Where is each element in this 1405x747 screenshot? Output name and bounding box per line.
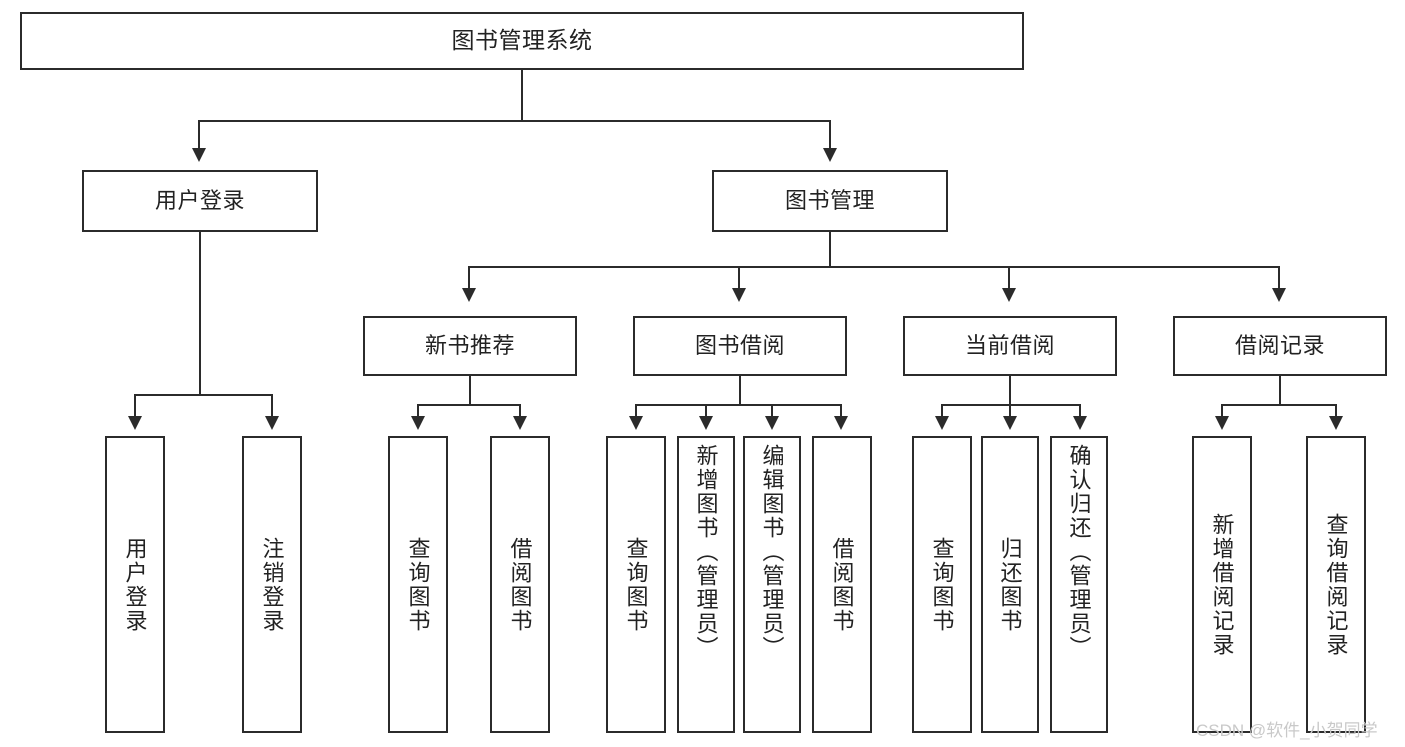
arrowhead-book-mgmt-3: [1002, 288, 1016, 302]
node-current-borrow[interactable]: 当前借阅: [903, 316, 1117, 376]
arrowhead-book-mgmt-4: [1272, 288, 1286, 302]
node-label: 新增借阅记录: [1209, 512, 1235, 657]
node-label: 借阅图书: [507, 536, 533, 633]
edge-book-mgmt-stem: [829, 232, 831, 268]
edge-user-login-drop-2: [271, 394, 273, 418]
edge-user-login-drop-1: [134, 394, 136, 418]
edge-current-drop-2: [1009, 404, 1011, 418]
watermark-text: CSDN @软件_小贺同学: [1196, 721, 1378, 740]
edge-recommend-bus: [417, 404, 521, 406]
edge-user-login-stem: [199, 232, 201, 396]
node-label: 编辑图书（管理员）: [759, 444, 785, 660]
node-label: 查询图书: [405, 536, 431, 633]
node-label: 用户登录: [122, 536, 148, 633]
edge-borrow-stem: [739, 376, 741, 406]
node-label: 图书管理系统: [451, 27, 593, 54]
arrowhead-user-login-2: [265, 416, 279, 430]
node-label: 用户登录: [154, 187, 245, 213]
edge-root-to-user-login: [198, 120, 200, 150]
arrowhead-borrow-4: [834, 416, 848, 430]
edge-record-stem: [1279, 376, 1281, 406]
node-label: 新书推荐: [424, 332, 515, 358]
edge-recommend-stem: [469, 376, 471, 406]
leaf-borrow-add-book-admin[interactable]: 新增图书（管理员）: [677, 436, 735, 733]
edge-current-drop-3: [1079, 404, 1081, 418]
node-label: 图书管理: [784, 187, 875, 213]
node-label: 借阅图书: [829, 536, 855, 633]
leaf-record-add-record[interactable]: 新增借阅记录: [1192, 436, 1252, 733]
arrowhead-record-2: [1329, 416, 1343, 430]
leaf-user-login-logout[interactable]: 注销登录: [242, 436, 302, 733]
edge-borrow-drop-1: [635, 404, 637, 418]
node-label: 新增图书（管理员）: [693, 444, 719, 660]
arrowhead-record-1: [1215, 416, 1229, 430]
edge-user-login-bus: [134, 394, 272, 396]
edge-record-bus: [1221, 404, 1337, 406]
node-label: 当前借阅: [964, 332, 1055, 358]
edge-record-drop-1: [1221, 404, 1223, 418]
leaf-recommend-query-book[interactable]: 查询图书: [388, 436, 448, 733]
edge-recommend-drop-1: [417, 404, 419, 418]
leaf-current-confirm-return-admin[interactable]: 确认归还（管理员）: [1050, 436, 1108, 733]
edge-current-drop-1: [941, 404, 943, 418]
edge-book-mgmt-drop-3: [1008, 266, 1010, 290]
leaf-borrow-borrow-book[interactable]: 借阅图书: [812, 436, 872, 733]
arrowhead-to-user-login: [192, 148, 206, 162]
node-root-system[interactable]: 图书管理系统: [20, 12, 1024, 70]
edge-borrow-drop-3: [771, 404, 773, 418]
node-label: 查询图书: [929, 536, 955, 633]
arrowhead-borrow-2: [699, 416, 713, 430]
leaf-record-query-record[interactable]: 查询借阅记录: [1306, 436, 1366, 733]
node-label: 查询图书: [623, 536, 649, 633]
edge-book-mgmt-drop-2: [738, 266, 740, 290]
arrowhead-borrow-1: [629, 416, 643, 430]
leaf-user-login-login[interactable]: 用户登录: [105, 436, 165, 733]
edge-root-to-book-mgmt: [829, 120, 831, 150]
node-label: 注销登录: [259, 536, 285, 633]
arrowhead-book-mgmt-2: [732, 288, 746, 302]
edge-current-stem: [1009, 376, 1011, 406]
arrowhead-current-3: [1073, 416, 1087, 430]
edge-book-mgmt-bus: [468, 266, 1280, 268]
node-label: 查询借阅记录: [1323, 512, 1349, 657]
arrowhead-book-mgmt-1: [462, 288, 476, 302]
node-new-book-recommend[interactable]: 新书推荐: [363, 316, 577, 376]
leaf-current-query-book[interactable]: 查询图书: [912, 436, 972, 733]
node-user-login[interactable]: 用户登录: [82, 170, 318, 232]
arrowhead-to-book-mgmt: [823, 148, 837, 162]
edge-borrow-bus: [635, 404, 841, 406]
arrowhead-current-1: [935, 416, 949, 430]
edge-book-mgmt-drop-4: [1278, 266, 1280, 290]
edge-record-drop-2: [1335, 404, 1337, 418]
edge-recommend-drop-2: [519, 404, 521, 418]
leaf-recommend-borrow-book[interactable]: 借阅图书: [490, 436, 550, 733]
node-label: 图书借阅: [694, 332, 785, 358]
edge-root-stem: [521, 70, 523, 120]
edge-root-bus: [198, 120, 830, 122]
node-book-borrow[interactable]: 图书借阅: [633, 316, 847, 376]
edge-borrow-drop-4: [840, 404, 842, 418]
arrowhead-current-2: [1003, 416, 1017, 430]
node-borrow-record[interactable]: 借阅记录: [1173, 316, 1387, 376]
leaf-current-return-book[interactable]: 归还图书: [981, 436, 1039, 733]
arrowhead-recommend-2: [513, 416, 527, 430]
leaf-borrow-query-book[interactable]: 查询图书: [606, 436, 666, 733]
node-label: 借阅记录: [1234, 332, 1325, 358]
edge-book-mgmt-drop-1: [468, 266, 470, 290]
leaf-borrow-edit-book-admin[interactable]: 编辑图书（管理员）: [743, 436, 801, 733]
node-label: 归还图书: [997, 536, 1023, 633]
arrowhead-recommend-1: [411, 416, 425, 430]
node-label: 确认归还（管理员）: [1066, 444, 1092, 660]
arrowhead-user-login-1: [128, 416, 142, 430]
node-book-management[interactable]: 图书管理: [712, 170, 948, 232]
edge-borrow-drop-2: [705, 404, 707, 418]
arrowhead-borrow-3: [765, 416, 779, 430]
edge-current-bus: [941, 404, 1081, 406]
